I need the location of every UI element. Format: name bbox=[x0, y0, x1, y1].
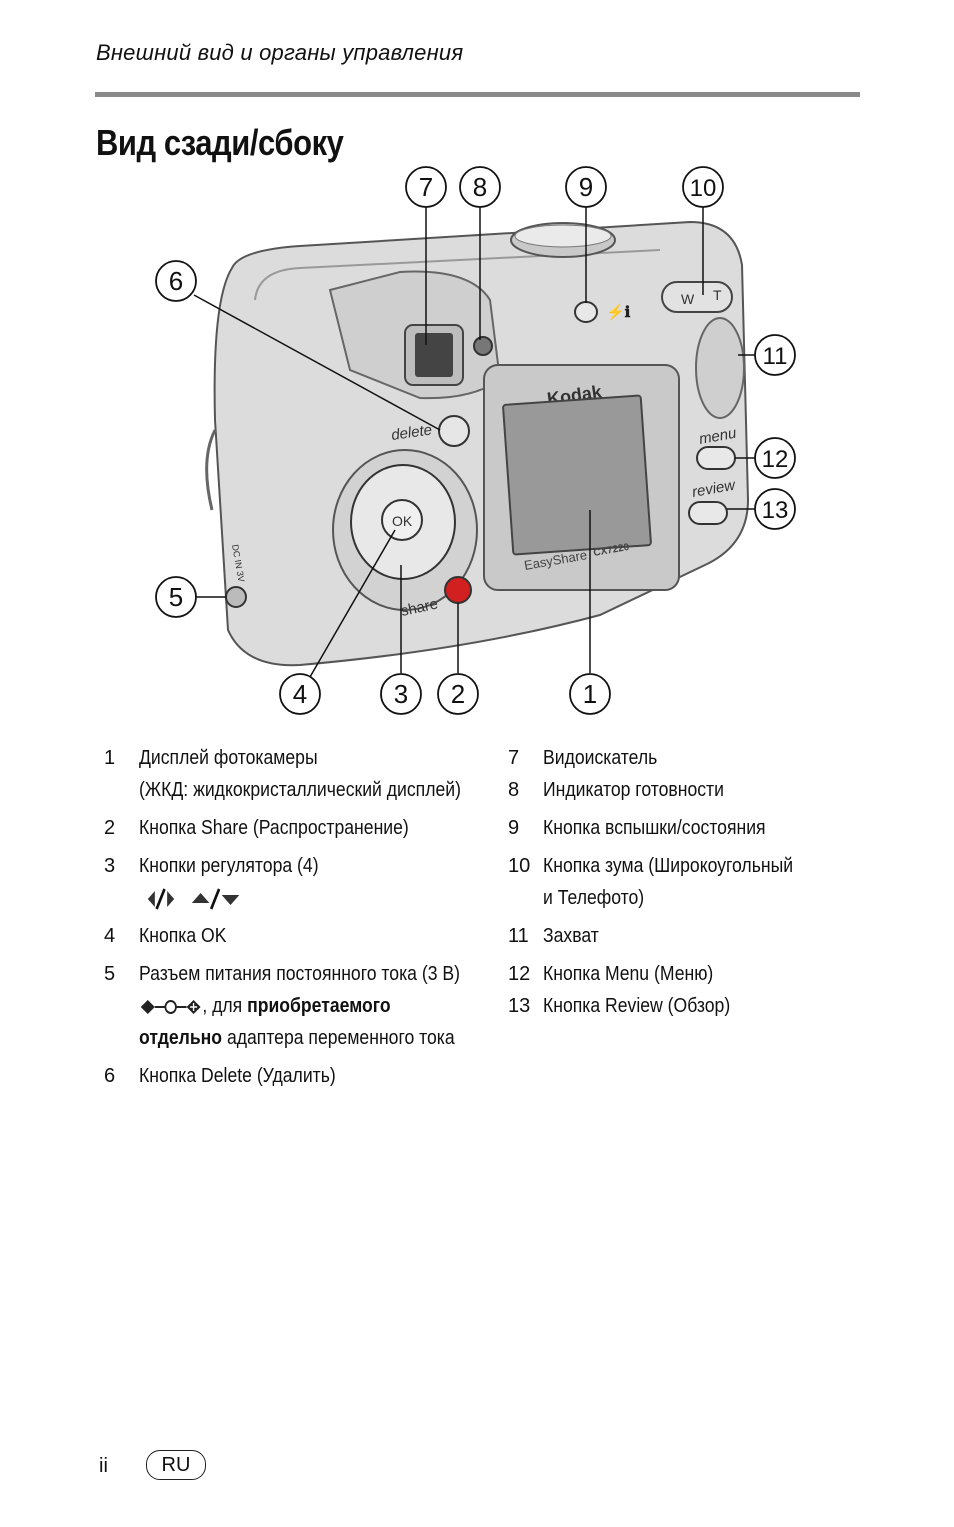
legend-item-3: 3 Кнопки регулятора (4) bbox=[104, 850, 509, 914]
running-header: Внешний вид и органы управления bbox=[96, 40, 464, 65]
legend-num: 9 bbox=[508, 817, 520, 839]
legend-num: 1 bbox=[104, 747, 116, 769]
legend-text: Кнопка Review (Обзор) bbox=[543, 995, 731, 1017]
svg-text:4: 4 bbox=[293, 679, 307, 709]
callout-7: 7 bbox=[405, 166, 447, 208]
legend-text: Видоискатель bbox=[543, 747, 658, 769]
legend-item-1: 1 Дисплей фотокамеры (ЖКД: жидкокристалл… bbox=[104, 742, 509, 806]
callout-9: 9 bbox=[565, 166, 607, 208]
callout-11: 11 bbox=[754, 334, 796, 376]
legend-text: Кнопки регулятора (4) bbox=[139, 855, 319, 877]
svg-text:5: 5 bbox=[169, 582, 183, 612]
legend-item-5: 5 Разъем питания постоянного тока (3 В) … bbox=[104, 958, 509, 1054]
callout-1: 1 bbox=[569, 673, 611, 715]
callout-12: 12 bbox=[754, 437, 796, 479]
legend-text: Разъем питания постоянного тока (3 В) bbox=[139, 963, 460, 985]
legend-num: 11 bbox=[508, 925, 529, 947]
page-number: ii bbox=[99, 1455, 108, 1477]
legend-text-bold: отдельно bbox=[139, 1027, 223, 1049]
legend-num: 7 bbox=[508, 747, 520, 769]
svg-text:2: 2 bbox=[451, 679, 465, 709]
svg-text:11: 11 bbox=[763, 343, 788, 370]
legend-left: 1 Дисплей фотокамеры (ЖКД: жидкокристалл… bbox=[104, 742, 509, 1098]
svg-text:9: 9 bbox=[579, 172, 593, 202]
legend-item-4: 4 Кнопка OK bbox=[104, 920, 509, 952]
svg-text:1: 1 bbox=[583, 679, 597, 709]
legend-text: (ЖКД: жидкокристаллический дисплей) bbox=[139, 779, 461, 801]
menu-label: menu bbox=[698, 425, 739, 448]
legend-num: 3 bbox=[104, 855, 116, 877]
zoom-t-label: T bbox=[713, 287, 722, 303]
svg-text:7: 7 bbox=[419, 172, 433, 202]
zoom-button bbox=[661, 281, 733, 313]
svg-text:10: 10 bbox=[690, 175, 717, 202]
language-badge: RU bbox=[146, 1450, 206, 1480]
legend-text: Кнопка OK bbox=[139, 925, 227, 947]
legend-text: адаптера переменного тока bbox=[222, 1027, 455, 1049]
legend-right: 7 Видоискатель 8 Индикатор готовности 9 … bbox=[508, 742, 868, 1028]
svg-text:8: 8 bbox=[473, 172, 487, 202]
legend-num: 4 bbox=[104, 925, 116, 947]
flash-button bbox=[574, 301, 598, 323]
grip bbox=[695, 317, 745, 419]
legend-item-13: 13 Кнопка Review (Обзор) bbox=[508, 990, 868, 1022]
svg-text:⚡ℹ: ⚡ℹ bbox=[606, 303, 631, 321]
delete-label: delete bbox=[390, 421, 433, 444]
legend-item-12: 12 Кнопка Menu (Меню) bbox=[508, 958, 868, 990]
svg-text:12: 12 bbox=[762, 446, 789, 473]
legend-num: 6 bbox=[104, 1065, 116, 1087]
legend-text-bold: приобретаемого bbox=[247, 995, 391, 1017]
menu-button bbox=[696, 446, 736, 470]
legend-text: Кнопка Delete (Удалить) bbox=[139, 1065, 336, 1087]
callout-4: 4 bbox=[279, 673, 321, 715]
callout-10: 10 bbox=[682, 166, 724, 208]
svg-text:13: 13 bbox=[762, 497, 789, 524]
callout-3: 3 bbox=[380, 673, 422, 715]
delete-button bbox=[438, 415, 470, 447]
review-button bbox=[688, 501, 728, 525]
callout-5: 5 bbox=[155, 576, 197, 618]
legend-text: Захват bbox=[543, 925, 599, 947]
legend-item-11: 11 Захват bbox=[508, 920, 868, 952]
legend-text: Индикатор готовности bbox=[543, 779, 724, 801]
legend-item-8: 8 Индикатор готовности bbox=[508, 774, 868, 806]
lcd-screen bbox=[502, 394, 652, 556]
legend-text: Кнопка вспышки/состояния bbox=[543, 817, 766, 839]
callout-6: 6 bbox=[155, 260, 197, 302]
legend-num: 10 bbox=[508, 855, 531, 877]
ready-light bbox=[473, 336, 493, 356]
legend-num: 8 bbox=[508, 779, 520, 801]
legend-item-7: 7 Видоискатель bbox=[508, 742, 868, 774]
legend-item-10: 10 Кнопка зума (Широкоугольный и Телефот… bbox=[508, 850, 868, 914]
page-title: Вид сзади/сбоку bbox=[96, 122, 344, 163]
legend-num: 12 bbox=[508, 963, 531, 985]
dc-in-port bbox=[225, 586, 247, 608]
dc-polarity-icon bbox=[140, 999, 201, 1014]
callout-13: 13 bbox=[754, 488, 796, 530]
legend-text: , для bbox=[202, 995, 248, 1017]
legend-text: Кнопка Menu (Меню) bbox=[543, 963, 714, 985]
callout-8: 8 bbox=[459, 166, 501, 208]
legend-item-9: 9 Кнопка вспышки/состояния bbox=[508, 812, 868, 844]
zoom-w-label: W bbox=[681, 291, 695, 307]
left-right-up-down-arrows-icon bbox=[139, 882, 465, 914]
legend-num: 13 bbox=[508, 995, 531, 1017]
svg-text:3: 3 bbox=[394, 679, 408, 709]
callout-2: 2 bbox=[437, 673, 479, 715]
legend-num: 5 bbox=[104, 963, 116, 985]
legend-item-2: 2 Кнопка Share (Распространение) bbox=[104, 812, 509, 844]
legend-text: Дисплей фотокамеры bbox=[139, 747, 318, 769]
legend-text: Кнопка зума (Широкоугольный bbox=[543, 855, 794, 877]
ok-button bbox=[381, 499, 423, 541]
legend-text: Кнопка Share (Распространение) bbox=[139, 817, 409, 839]
legend-num: 2 bbox=[104, 817, 116, 839]
svg-text:6: 6 bbox=[169, 266, 183, 296]
legend-text: и Телефото) bbox=[543, 887, 645, 909]
ok-label: OK bbox=[392, 513, 413, 529]
share-button bbox=[444, 576, 472, 604]
legend-item-6: 6 Кнопка Delete (Удалить) bbox=[104, 1060, 509, 1092]
camera-back-figure: ⚡ℹ W T Kodak EasyShare CX7220 delete OK … bbox=[150, 165, 810, 725]
header-rule bbox=[95, 92, 860, 97]
